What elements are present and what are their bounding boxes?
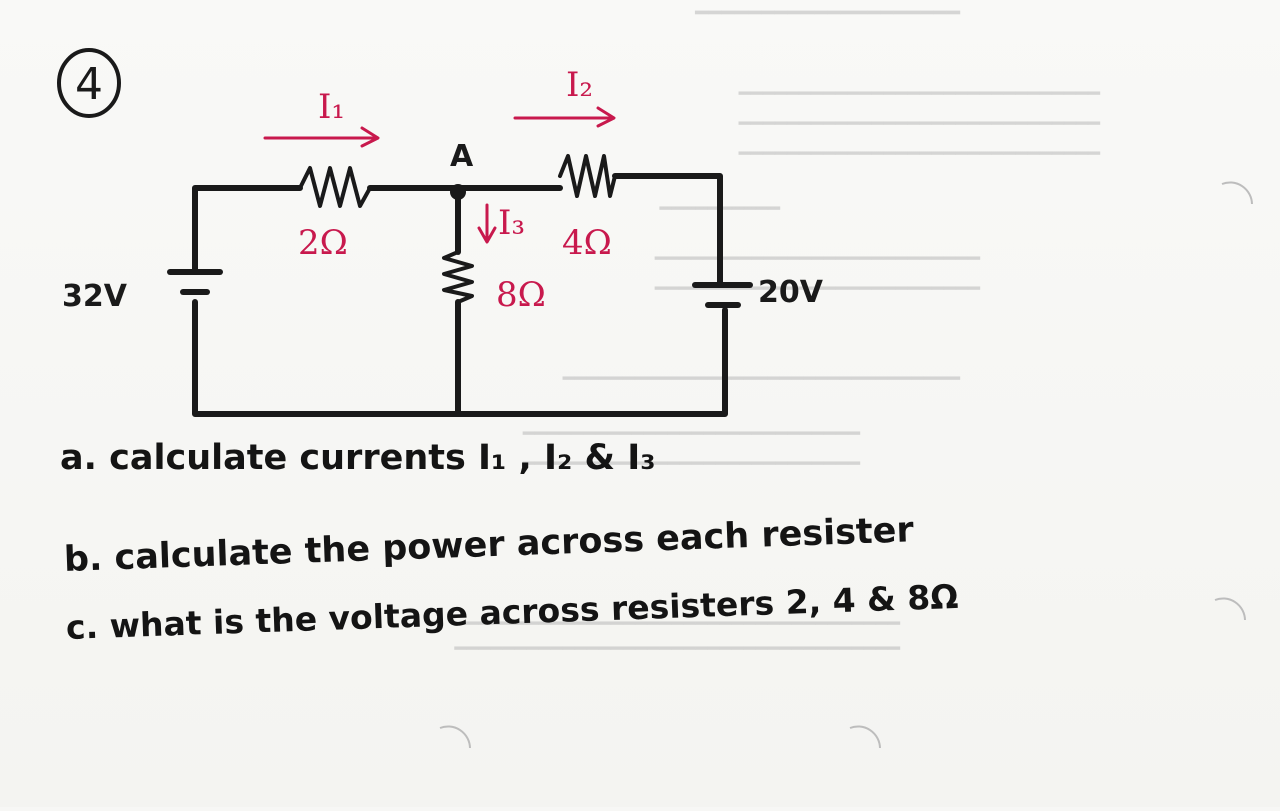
svg-text:━━━━━━━━━━━━━━━━━━━━━━━━━━━━━━: ━━━━━━━━━━━━━━━━━━━━━━━━━━━━━━━━━━━━━ bbox=[454, 638, 901, 660]
label-i2: I₂ bbox=[566, 65, 593, 105]
problem-number: 4 bbox=[75, 59, 103, 110]
bleed-through-texture: ━━━━━━━━━━━━━━━━━━━━ ━━━━━━━━━━━━━━━━━━━… bbox=[454, 0, 1101, 660]
label-node-a: A bbox=[450, 139, 474, 174]
resistor-4-ohm bbox=[558, 154, 617, 198]
battery-32v bbox=[167, 269, 223, 295]
punch-holes bbox=[439, 181, 1253, 749]
label-r3: 8Ω bbox=[496, 275, 546, 315]
circuit-wires bbox=[192, 173, 728, 417]
label-i3: I₃ bbox=[498, 203, 525, 243]
label-r2: 4Ω bbox=[562, 223, 612, 263]
question-a: a. calculate currents I₁ , I₂ & I₃ bbox=[60, 438, 656, 478]
current-arrow-i3 bbox=[477, 203, 497, 244]
svg-text:━━━━━━━━━━━━━━━━━━━━━━━━━━━━: ━━━━━━━━━━━━━━━━━━━━━━━━━━━━ bbox=[522, 423, 861, 445]
label-20v: 20V bbox=[758, 275, 824, 310]
svg-text:━━━━━━━━━━━━━━━━━━━━: ━━━━━━━━━━━━━━━━━━━━ bbox=[694, 0, 961, 25]
label-r1: 2Ω bbox=[298, 223, 348, 263]
svg-text:━━━━━━━━━━━━━━━━━━━━━━━━━━━━━━: ━━━━━━━━━━━━━━━━━━━━━━━━━━━━━━━━━ bbox=[562, 368, 961, 390]
label-i1: I₁ bbox=[318, 87, 345, 127]
label-32v: 32V bbox=[62, 279, 128, 314]
svg-text:━━━━━━━━━━━━━━━━━━━━━━━━━━━━━━: ━━━━━━━━━━━━━━━━━━━━━━━━━━━━━━ bbox=[738, 113, 1101, 135]
svg-text:━━━━━━━━━━━━━━━━━━━━━━━━━━━━: ━━━━━━━━━━━━━━━━━━━━━━━━━━━━ bbox=[522, 453, 861, 475]
problem-number-badge: 4 bbox=[57, 48, 121, 118]
svg-text:━━━━━━━━━━━━━━━━━━━━━━━━━━━━━━: ━━━━━━━━━━━━━━━━━━━━━━━━━━━━━━ bbox=[738, 143, 1101, 165]
resistor-2-ohm bbox=[298, 166, 372, 208]
current-arrow-i1 bbox=[263, 126, 380, 148]
current-arrow-i2 bbox=[513, 106, 616, 128]
node-a-dot bbox=[450, 184, 466, 200]
svg-text:━━━━━━━━━━━━━━━━━━━━━━━━━━━: ━━━━━━━━━━━━━━━━━━━━━━━━━━━ bbox=[654, 248, 981, 270]
svg-text:━━━━━━━━━━━━━━━━━━━━━━━━━━━━━━: ━━━━━━━━━━━━━━━━━━━━━━━━━━━━━━━━━━━━━ bbox=[454, 613, 901, 635]
svg-text:━━━━━━━━━━━━━━━━━━━━━━━━━━━━━━: ━━━━━━━━━━━━━━━━━━━━━━━━━━━━━━ bbox=[738, 83, 1101, 105]
resistor-8-ohm bbox=[442, 250, 474, 304]
battery-20v bbox=[692, 282, 753, 308]
